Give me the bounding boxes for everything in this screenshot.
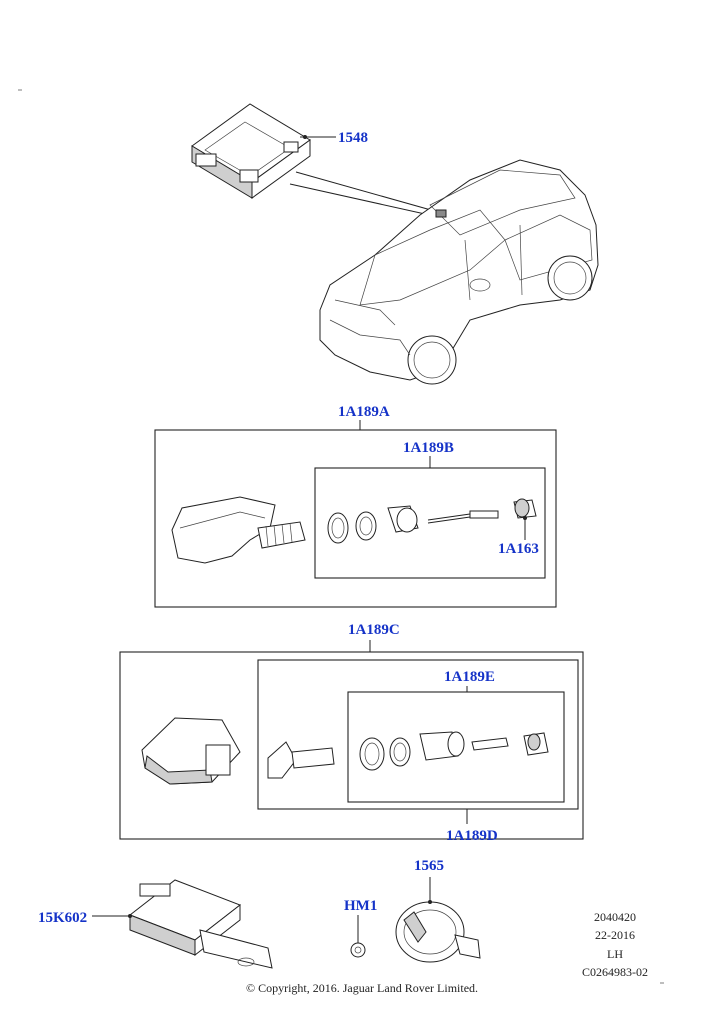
valve-stem-d-illustration <box>267 741 335 779</box>
box-1A189A <box>154 429 557 608</box>
callout-1565[interactable]: 1565 <box>414 858 444 874</box>
box-1A189B <box>314 467 546 579</box>
callout-1A189C[interactable]: 1A189C <box>348 622 400 638</box>
box-1A189E <box>347 691 565 803</box>
callout-1A189A[interactable]: 1A189A <box>338 404 390 420</box>
module-15K602-illustration <box>92 879 273 969</box>
drawing-code: 2040420 <box>594 910 636 924</box>
drawing-date: 22-2016 <box>595 928 635 942</box>
callout-1A163[interactable]: 1A163 <box>498 541 539 557</box>
drawing-side: LH <box>607 947 623 961</box>
module-1548-illustration <box>191 103 336 199</box>
callout-HM1[interactable]: HM1 <box>344 898 378 914</box>
copyright-notice: © Copyright, 2016. Jaguar Land Rover Lim… <box>245 981 479 995</box>
valve-parts-e-illustration <box>359 731 549 771</box>
drawing-ref: C0264983-02 <box>582 965 648 979</box>
callout-15K602[interactable]: 15K602 <box>38 910 88 926</box>
tpms-sensor-a-illustration <box>171 496 306 564</box>
callout-1A189D[interactable]: 1A189D <box>446 828 498 844</box>
bracket-1565-illustration <box>395 877 481 963</box>
box-1A189C <box>119 651 584 840</box>
callout-1A189E[interactable]: 1A189E <box>444 669 495 685</box>
callout-1A189B[interactable]: 1A189B <box>403 440 454 456</box>
valve-parts-b-illustration <box>327 498 537 544</box>
hm1-nut-illustration <box>350 915 366 958</box>
box-1A189D <box>257 659 579 810</box>
vehicle-illustration <box>319 159 599 385</box>
tpms-sensor-c-illustration <box>141 717 241 785</box>
callout-1548[interactable]: 1548 <box>338 130 368 146</box>
